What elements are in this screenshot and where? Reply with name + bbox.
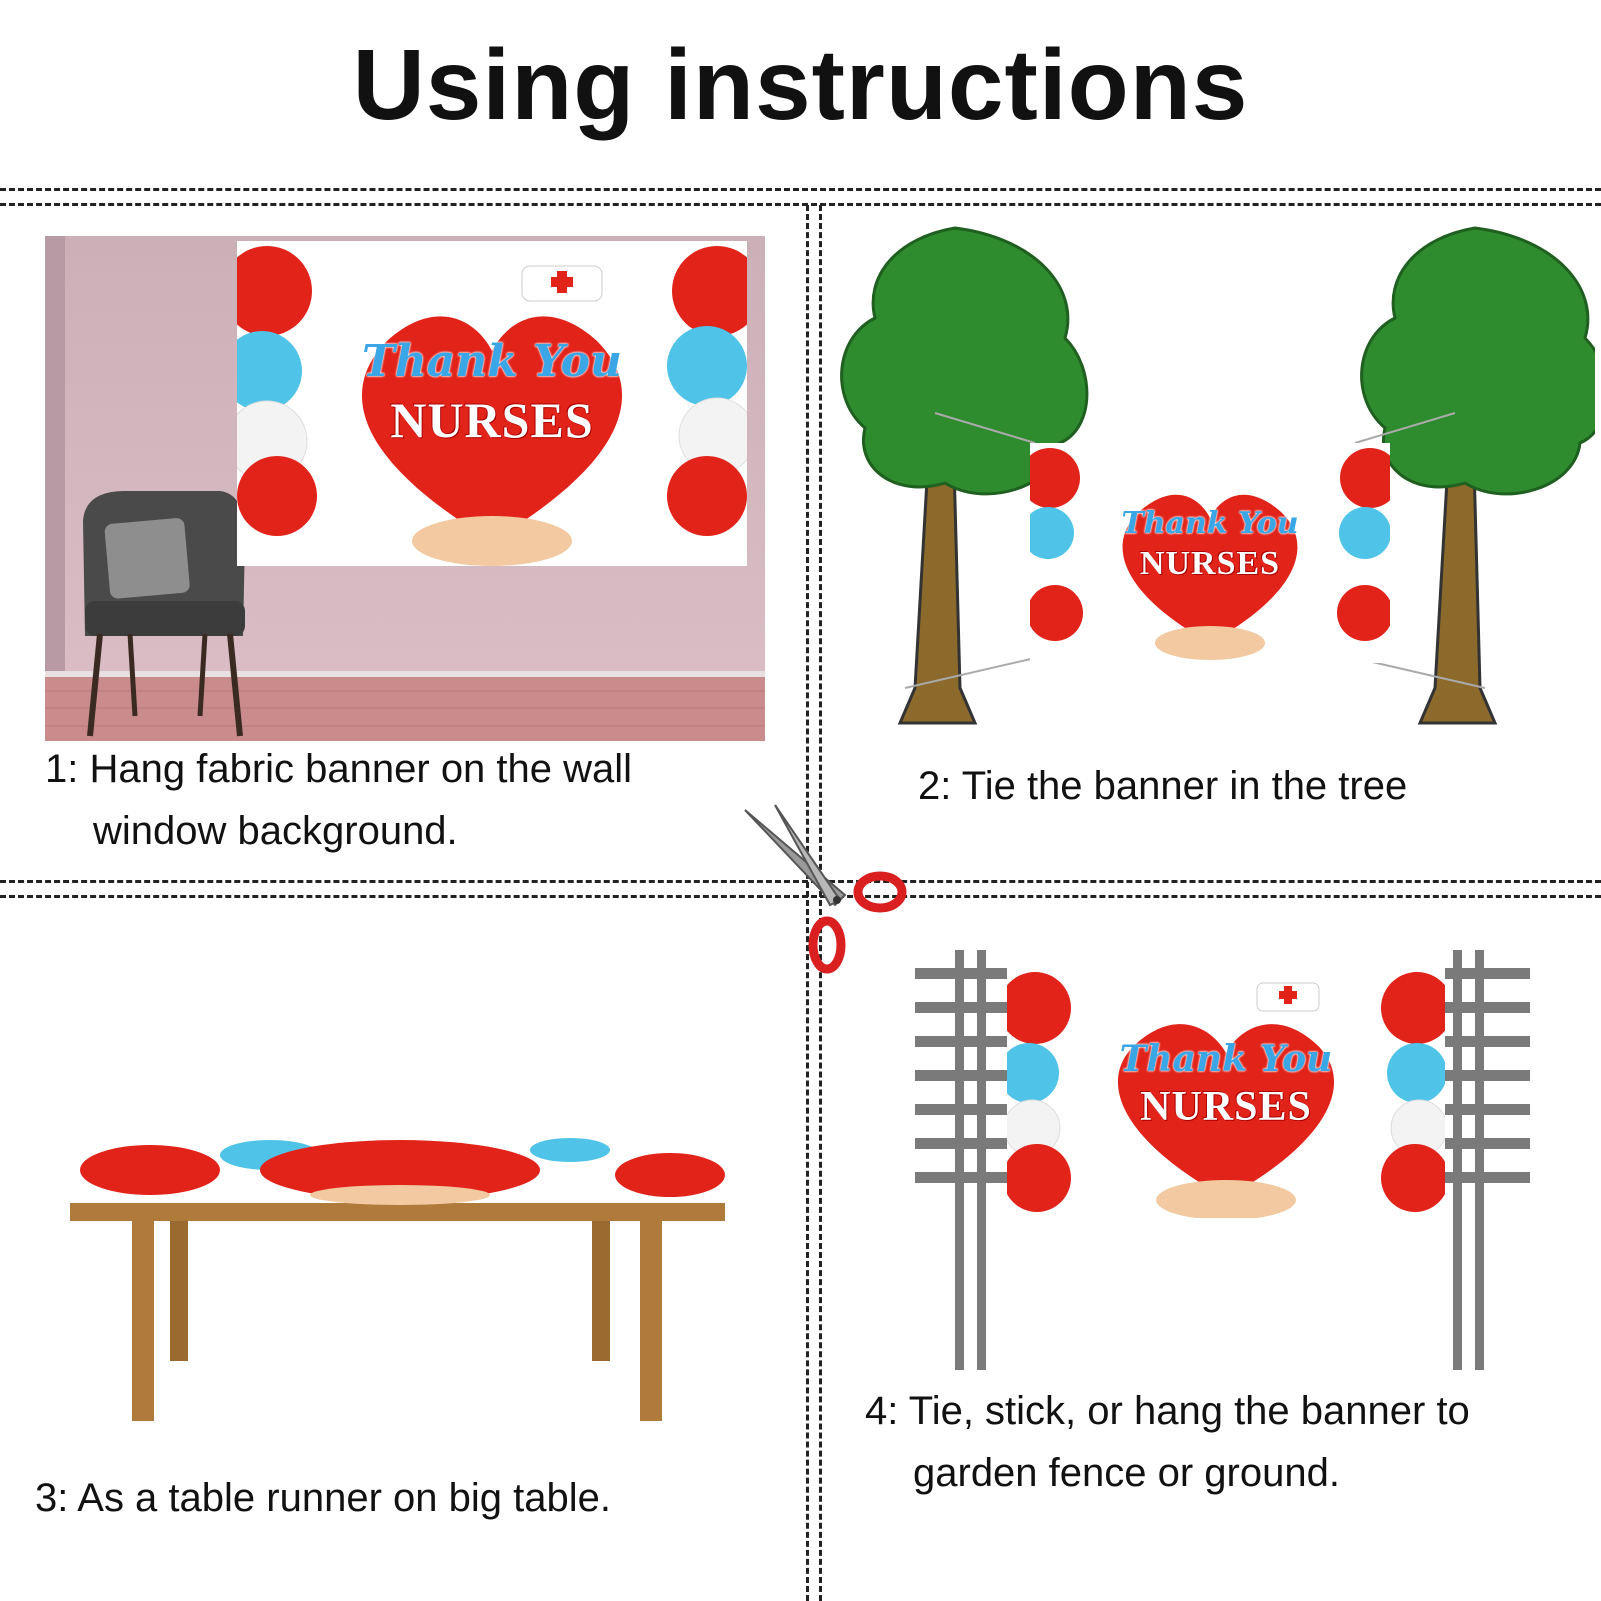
page-title: Using instructions	[352, 29, 1249, 141]
banner-title: Thank You	[1119, 1038, 1333, 1080]
banner-fence: Thank You NURSES	[1007, 968, 1445, 1218]
tie-ropes	[904, 412, 1486, 689]
divider-vertical-inner	[819, 205, 822, 1601]
baseboard	[45, 671, 765, 677]
divider-vertical	[806, 205, 809, 1601]
divider-middle	[0, 880, 1601, 883]
table-runner-banner	[70, 1130, 725, 1205]
step-text-line2: window background.	[93, 809, 458, 853]
banner-subtitle: NURSES	[1140, 1084, 1312, 1130]
divider-top	[0, 188, 1601, 191]
caption-step-4: 4: Tie, stick, or hang the banner to gar…	[865, 1380, 1585, 1504]
divider-top-inner	[0, 203, 1601, 206]
panel-table	[70, 1125, 730, 1425]
table	[70, 1203, 725, 1421]
step-number: 3:	[35, 1476, 69, 1520]
step-text-line1: Tie the banner in the tree	[961, 764, 1408, 808]
table-scene	[70, 1130, 725, 1421]
panel-fence: Thank You NURSES	[915, 950, 1530, 1370]
step-text-line2: garden fence or ground.	[913, 1451, 1340, 1495]
banner-wall: Thank You NURSES	[237, 241, 747, 566]
scissors-icon	[744, 804, 907, 974]
chair	[83, 491, 245, 737]
tree-left	[840, 226, 1089, 725]
caption-step-1: 1: Hang fabric banner on the wall window…	[45, 738, 785, 862]
step-text-line1: Hang fabric banner on the wall	[89, 747, 633, 791]
step-number: 1:	[45, 747, 79, 791]
panel-wall: Thank You NURSES	[45, 236, 765, 741]
step-text-line1: Tie, stick, or hang the banner to	[908, 1389, 1470, 1433]
banner-art	[1030, 448, 1390, 660]
fence-right	[1435, 950, 1530, 1370]
floor-boards	[45, 690, 765, 727]
banner-art	[1007, 972, 1445, 1218]
banner-title: Thank You	[362, 336, 622, 387]
fence-left	[915, 950, 1010, 1370]
banner-tree: Thank You NURSES	[1030, 443, 1390, 663]
divider-middle-inner	[0, 895, 1601, 898]
panel-tree: Thank You NURSES	[835, 218, 1601, 738]
banner-title: Thank You	[1121, 506, 1299, 541]
wall-corner	[45, 236, 65, 741]
caption-step-3: 3: As a table runner on big table.	[35, 1467, 775, 1529]
banner-art	[237, 246, 747, 566]
caption-step-2: 2: Tie the banner in the tree	[918, 755, 1578, 817]
banner-subtitle: NURSES	[390, 392, 594, 448]
step-text-line1: As a table runner on big table.	[77, 1476, 611, 1520]
fence-scene	[915, 950, 1530, 1370]
banner-subtitle: NURSES	[1139, 545, 1281, 582]
step-number: 2:	[918, 764, 952, 808]
chair-pillow	[104, 518, 190, 599]
trees-scene	[840, 226, 1601, 725]
tree-right	[1360, 226, 1601, 725]
step-number: 4:	[865, 1389, 899, 1433]
